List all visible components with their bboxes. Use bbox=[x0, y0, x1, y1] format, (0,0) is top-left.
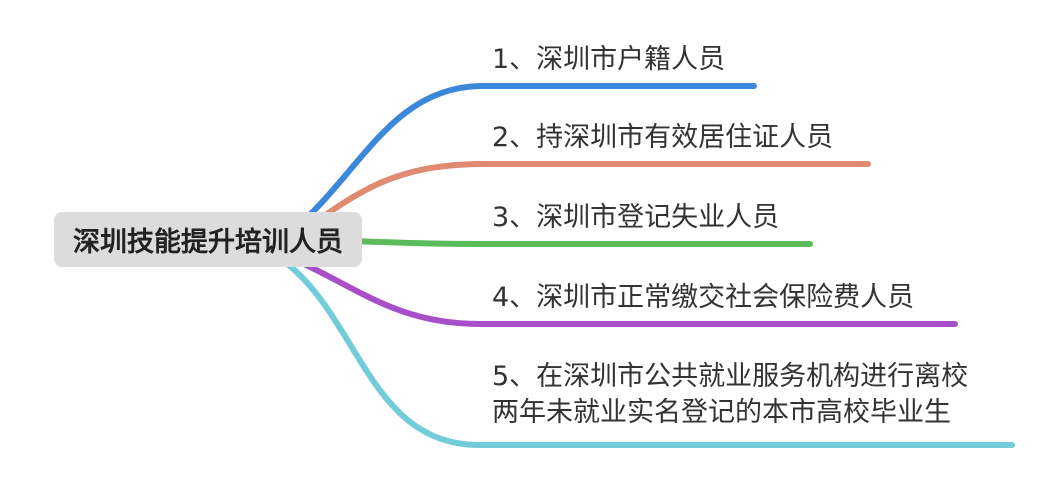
branch-node-5[interactable]: 5、在深圳市公共就业服务机构进行离校 两年未就业实名登记的本市高校毕业生 bbox=[492, 359, 968, 431]
branch-node-3[interactable]: 3、深圳市登记失业人员 bbox=[492, 200, 779, 236]
branch-1-label: 1、深圳市户籍人员 bbox=[492, 44, 726, 75]
root-node[interactable]: 深圳技能提升培训人员 bbox=[54, 212, 362, 267]
root-node-label: 深圳技能提升培训人员 bbox=[73, 227, 343, 258]
branch-5-label-line2: 两年未就业实名登记的本市高校毕业生 bbox=[492, 397, 951, 428]
branch-2-label: 2、持深圳市有效居住证人员 bbox=[492, 122, 834, 153]
branch-4-label: 4、深圳市正常缴交社会保险费人员 bbox=[492, 282, 915, 313]
branch-node-1[interactable]: 1、深圳市户籍人员 bbox=[492, 42, 725, 78]
connector-branch-5 bbox=[282, 259, 1015, 448]
connector-branch-4 bbox=[297, 259, 958, 327]
branch-5-label-line1: 5、在深圳市公共就业服务机构进行离校 bbox=[492, 361, 969, 392]
branch-node-2[interactable]: 2、持深圳市有效居住证人员 bbox=[492, 120, 833, 156]
connector-branch-1 bbox=[287, 83, 757, 236]
branch-3-label: 3、深圳市登记失业人员 bbox=[492, 202, 780, 233]
connector-branch-3 bbox=[352, 238, 813, 247]
branch-node-4[interactable]: 4、深圳市正常缴交社会保险费人员 bbox=[492, 280, 914, 316]
